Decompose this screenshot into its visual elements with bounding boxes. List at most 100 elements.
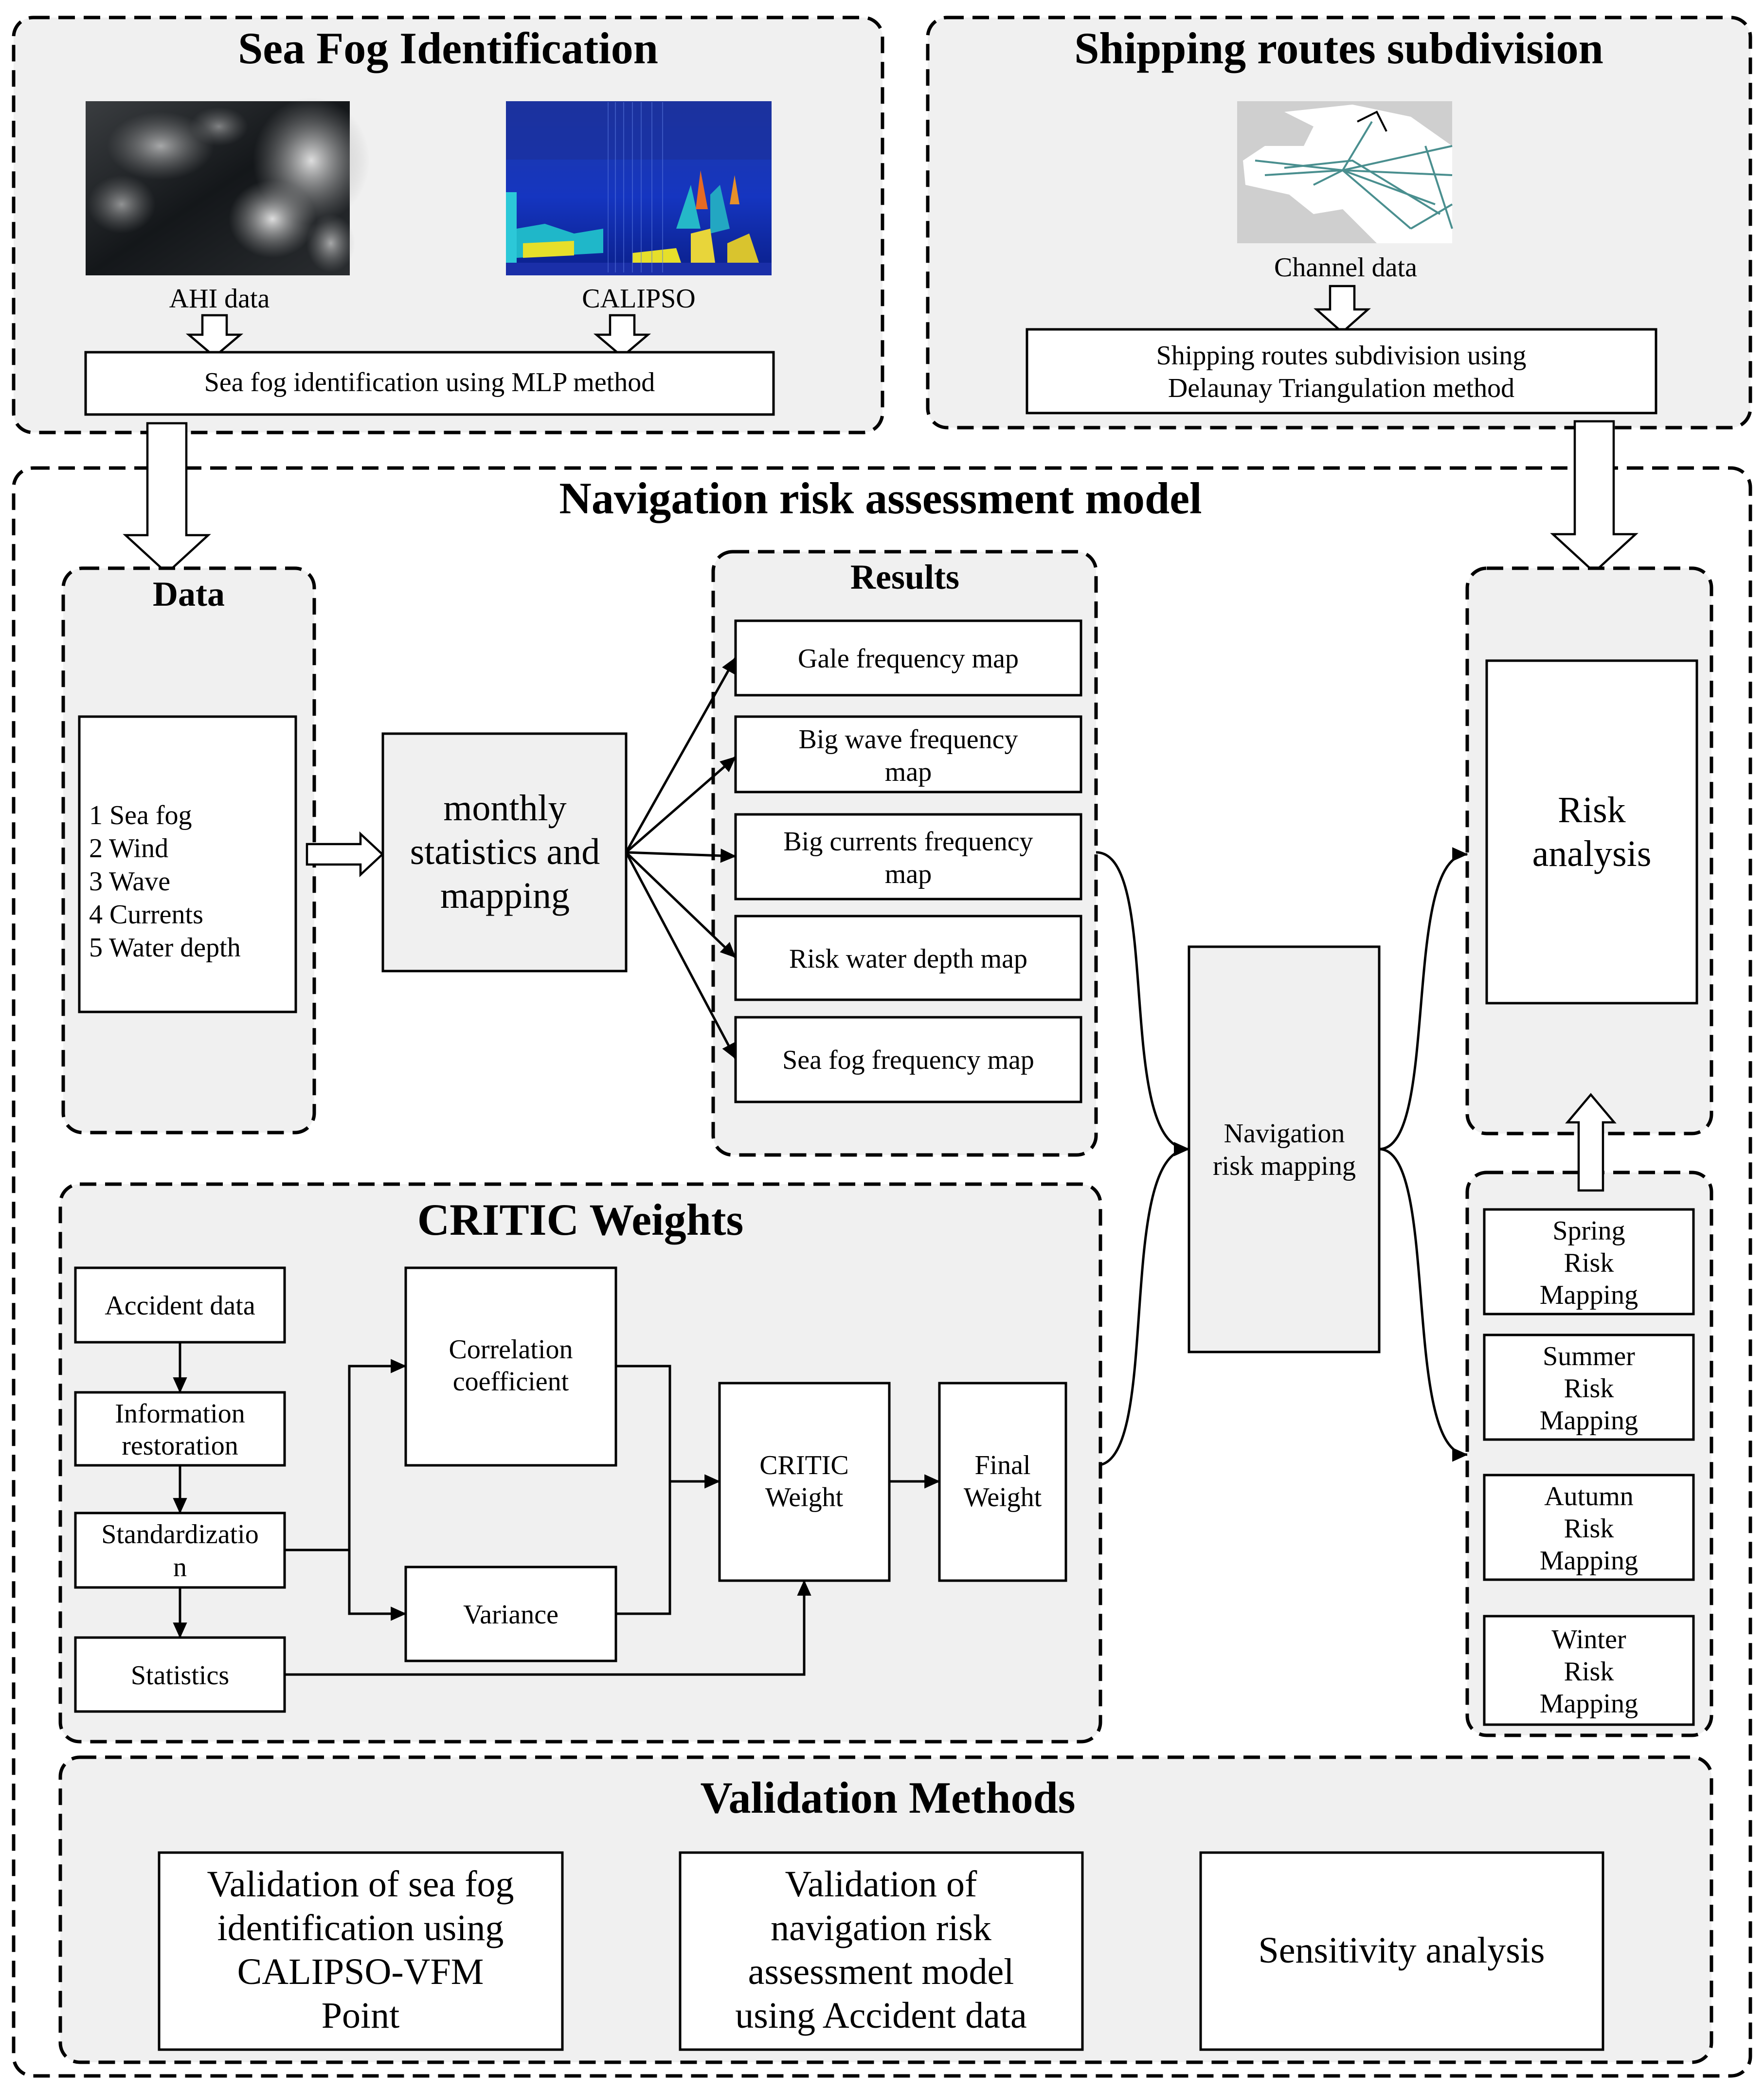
correlation-coefficient-box <box>404 1266 617 1467</box>
shipping-routes-title: Shipping routes subdivision <box>1074 23 1603 73</box>
navigation-risk-mapping-box <box>1188 945 1381 1353</box>
routes-to-risk-arrow <box>1550 420 1638 574</box>
winter-line2: Risk <box>1564 1657 1614 1687</box>
critic-weight-box <box>718 1382 891 1582</box>
ahi-data-label: AHI data <box>169 284 270 314</box>
spring-line3: Mapping <box>1540 1280 1638 1310</box>
mlp-method-label: Sea fog identification using MLP method <box>204 367 655 397</box>
big-currents-frequency-line2: map <box>885 859 932 889</box>
monthly-to-results-arrows <box>625 657 737 1060</box>
information-restoration-line2: restoration <box>122 1431 238 1461</box>
information-restoration-line1: Information <box>115 1399 245 1429</box>
critic-connectors <box>173 1342 940 1676</box>
monthly-statistics-box <box>381 732 628 973</box>
risk-analysis-box <box>1485 659 1698 1005</box>
validation-methods-panel: Validation Methods Validation of sea fog… <box>58 1755 1713 2064</box>
big-wave-frequency-line1: Big wave frequency <box>799 724 1018 755</box>
final-weight-line2: Weight <box>964 1482 1042 1513</box>
winter-risk-mapping-box <box>1483 1615 1695 1726</box>
data-panel-title: Data <box>153 575 225 613</box>
results-to-navigation-arrow <box>1096 851 1190 1156</box>
delaunay-method-box <box>1026 328 1657 414</box>
ahi-down-arrow <box>185 314 244 358</box>
data-to-monthly-arrow <box>306 831 384 878</box>
navigation-to-seasons-arrow <box>1379 1148 1468 1462</box>
data-item: 2 Wind <box>89 833 168 864</box>
risk-analysis-panel: Risk analysis <box>1465 566 1713 1135</box>
data-item: 3 Wave <box>89 866 170 897</box>
calipso-profile-image <box>506 101 772 275</box>
sea-fog-validation-line1: Validation of sea fog <box>207 1864 514 1905</box>
summer-line3: Mapping <box>1540 1405 1638 1436</box>
big-wave-frequency-box <box>734 715 1082 793</box>
statistics-box <box>74 1636 286 1713</box>
ahi-satellite-image <box>86 97 370 275</box>
risk-water-depth-box <box>734 915 1082 1001</box>
sea-fog-frequency-label: Sea fog frequency map <box>782 1045 1034 1075</box>
navigation-model-title: Navigation risk assessment model <box>559 473 1202 523</box>
seasons-to-risk-analysis-arrow <box>1565 1093 1617 1192</box>
navigation-validation-line1: Validation of <box>785 1864 977 1905</box>
sea-fog-validation-line2: identification using <box>217 1908 504 1948</box>
validation-methods-title: Validation Methods <box>700 1773 1075 1822</box>
data-item: 5 Water depth <box>89 933 241 963</box>
winter-line3: Mapping <box>1540 1689 1638 1719</box>
data-item: 4 Currents <box>89 900 203 930</box>
autumn-line2: Risk <box>1564 1513 1614 1544</box>
final-weight-box <box>938 1382 1067 1582</box>
standardization-line1: Standardizatio <box>101 1519 258 1549</box>
channel-down-arrow <box>1314 285 1371 334</box>
statistics-label: Statistics <box>131 1660 229 1691</box>
spring-risk-mapping-box <box>1483 1208 1695 1315</box>
sensitivity-analysis-label: Sensitivity analysis <box>1259 1930 1545 1971</box>
accident-data-label: Accident data <box>105 1291 255 1321</box>
delaunay-method-line2: Delaunay Triangulation method <box>1168 373 1514 403</box>
summer-line2: Risk <box>1564 1373 1614 1404</box>
spring-line2: Risk <box>1564 1248 1614 1278</box>
winter-line1: Winter <box>1551 1624 1626 1655</box>
data-list-box <box>78 715 297 1013</box>
risk-analysis-line2: analysis <box>1532 833 1652 874</box>
delaunay-method-line1: Shipping routes subdivision using <box>1156 341 1527 371</box>
mlp-method-box <box>84 351 775 416</box>
autumn-line3: Mapping <box>1540 1546 1638 1576</box>
critic-weights-title: CRITIC Weights <box>417 1195 744 1244</box>
correlation-line1: Correlation <box>449 1334 573 1365</box>
sea-fog-frequency-box <box>734 1016 1082 1103</box>
results-panel-title: Results <box>850 558 959 596</box>
sea-fog-validation-line4: Point <box>322 1995 400 2036</box>
risk-analysis-line1: Risk <box>1558 790 1625 830</box>
sea-fog-validation-box <box>158 1851 564 2051</box>
shipping-routes-panel: Shipping routes subdivision Channel data… <box>926 16 1752 430</box>
channel-data-map-image <box>1237 101 1453 243</box>
critic-weight-line1: CRITIC <box>759 1450 849 1480</box>
big-currents-frequency-line1: Big currents frequency <box>783 827 1033 857</box>
sea-fog-to-data-arrow <box>123 422 211 575</box>
navigation-validation-line4: using Accident data <box>735 1995 1026 2036</box>
navigation-to-risk-analysis-arrow <box>1379 847 1468 1151</box>
monthly-line1: monthly <box>443 788 566 829</box>
monthly-line3: mapping <box>440 875 570 916</box>
results-panel: Results Gale frequency map Big wave freq… <box>711 550 1098 1157</box>
sensitivity-analysis-box <box>1199 1851 1604 2051</box>
sea-fog-identification-title: Sea Fog Identification <box>238 23 658 73</box>
calipso-label: CALIPSO <box>582 284 695 314</box>
critic-weights-panel: CRITIC Weights Accident data Information… <box>58 1182 1102 1744</box>
critic-to-navigation-arrow <box>1096 1142 1190 1467</box>
variance-label: Variance <box>463 1600 558 1630</box>
sea-fog-identification-panel: Sea Fog Identification AHI data <box>12 16 884 434</box>
risk-water-depth-label: Risk water depth map <box>789 944 1027 974</box>
summer-line1: Summer <box>1543 1341 1635 1371</box>
big-wave-frequency-line2: map <box>885 757 932 787</box>
seasonal-mapping-panel: Spring Risk Mapping Summer Risk Mapping … <box>1465 1171 1713 1737</box>
monthly-line2: statistics and <box>410 831 600 872</box>
gale-frequency-label: Gale frequency map <box>798 644 1019 674</box>
data-item: 1 Sea fog <box>89 800 192 830</box>
summer-risk-mapping-box <box>1483 1333 1695 1441</box>
correlation-line2: coefficient <box>453 1367 569 1397</box>
navigation-validation-line2: navigation risk <box>771 1908 991 1948</box>
standardization-line2: n <box>173 1552 187 1583</box>
navigation-validation-line3: assessment model <box>748 1951 1014 1992</box>
channel-data-label: Channel data <box>1274 252 1417 283</box>
